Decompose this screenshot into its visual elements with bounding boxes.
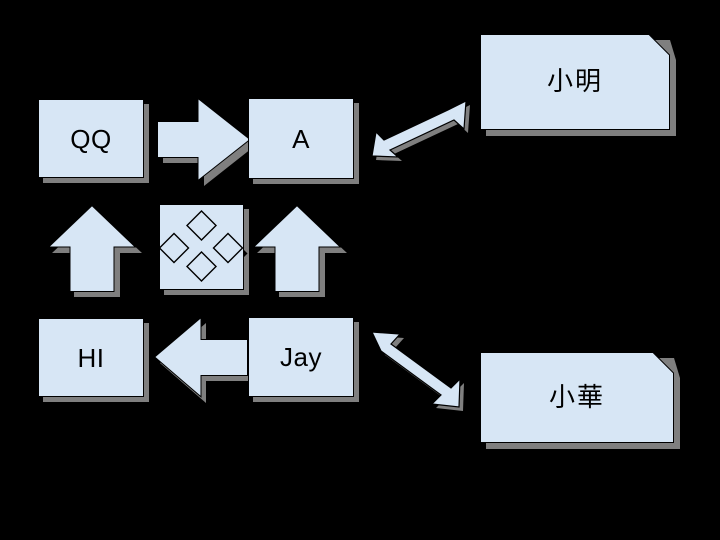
arrow-body (153, 316, 248, 398)
arrow-double-headed-a-to-xiaoming[interactable] (370, 99, 470, 161)
arrow-right-qq-to-a[interactable] (157, 97, 256, 186)
rectangle-node-a[interactable]: A (248, 98, 359, 184)
node-body (248, 98, 354, 179)
arrow-body (371, 331, 461, 408)
rectangle-node-hi[interactable]: HI (38, 318, 149, 402)
arrow-head-up (186, 210, 217, 241)
rectangle-node-qq[interactable]: QQ (38, 99, 149, 183)
note-body (480, 352, 674, 443)
arrow-body (47, 205, 137, 292)
arrow-four-way-multidirectional[interactable] (158, 204, 249, 295)
arrow-body (157, 97, 251, 182)
arrow-body (371, 99, 467, 158)
arrow-head-left (158, 232, 190, 264)
note-node-xiaohua[interactable]: 小華 (480, 352, 680, 449)
arrow-double-headed-jay-to-xiaohua[interactable] (370, 330, 466, 411)
arrow-head-down (186, 251, 217, 282)
note-node-xiaoming[interactable]: 小明 (480, 34, 676, 136)
arrow-up-hi-to-qq[interactable] (47, 205, 142, 297)
node-body (38, 318, 144, 397)
arrow-body (252, 205, 342, 292)
arrow-up-jay-to-a[interactable] (252, 205, 347, 297)
node-body (38, 99, 144, 178)
arrow-heads (158, 210, 244, 282)
arrow-body (159, 204, 244, 290)
rectangle-node-jay[interactable]: Jay (248, 317, 359, 402)
node-body (248, 317, 354, 397)
arrow-left-jay-to-hi[interactable] (153, 316, 254, 403)
arrow-head-right (212, 232, 244, 264)
note-body (480, 34, 670, 130)
